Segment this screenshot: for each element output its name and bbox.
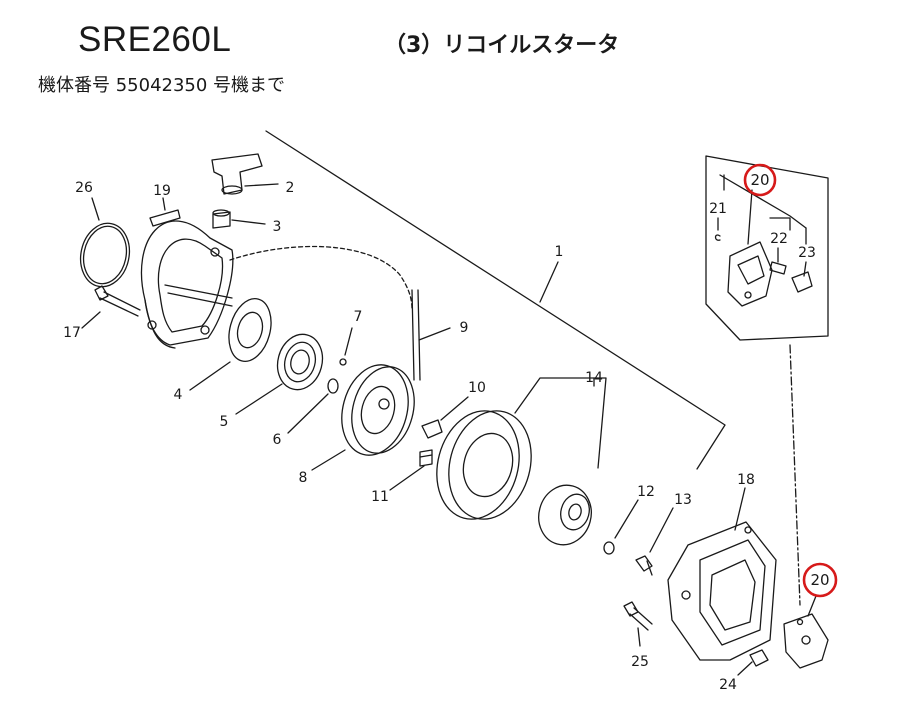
pin-7-drawing [339,358,347,366]
part-label-22: 22 [770,231,788,247]
rope-drawing [411,289,415,381]
bolt-13-drawing [635,555,653,576]
part-label-1: 1 [555,244,564,260]
reel-drawing [341,364,415,456]
leader-1 [539,261,559,303]
pin-23-drawing [791,271,813,293]
part-label-7: 7 [354,309,363,325]
part-label-4: 4 [174,387,183,403]
label-plate-drawing [149,209,181,227]
pulley-cover-drawing [436,410,532,520]
assembly-bracket-1 [265,130,726,470]
part-label-24: 24 [719,677,737,693]
bolt-17-drawing [94,285,141,317]
model-name: SRE260L [78,20,232,59]
part-label-20-highlighted: 20 [750,171,769,189]
ratchet-drawing [421,419,443,439]
highlight-circle-20-lower [802,562,838,598]
part-label-12: 12 [637,484,655,500]
part-label-13: 13 [674,492,692,508]
cam-drawing [538,484,592,546]
bolt-25-drawing [623,601,653,631]
part-label-6: 6 [273,432,282,448]
washer-12-drawing [603,541,615,555]
bracket-14 [514,377,607,469]
part-label-23: 23 [798,245,816,261]
highlight-circle-20-detail [743,163,777,197]
part-label-9: 9 [460,320,469,336]
part-label-10: 10 [468,380,486,396]
nut-24-drawing [749,649,769,667]
starter-case-drawing [140,220,234,349]
rope-path [229,245,413,311]
part-label-2: 2 [286,180,295,196]
part-20-lower-drawing [783,613,829,669]
part-label-14: 14 [585,370,603,386]
clip-21-drawing [714,234,721,241]
part-label-18: 18 [737,472,755,488]
section-title: （3）リコイルスタータ [384,33,620,58]
o-ring-drawing [79,222,131,288]
spring-11-drawing [419,449,433,467]
recoil-spring-drawing [276,333,324,391]
washer-6-drawing [327,378,339,394]
detail-box [705,155,829,341]
washer-4-drawing [228,298,272,362]
housing-drawing [667,521,777,661]
part-label-17: 17 [63,325,81,341]
spring-22-drawing [769,261,787,275]
detail-part-20-drawing [727,241,773,307]
part-label-5: 5 [220,414,229,430]
serial-note: 機体番号 55042350 号機まで [38,75,286,96]
part-label-3: 3 [273,219,282,235]
part-label-25: 25 [631,654,649,670]
part-label-26: 26 [75,180,93,196]
part-label-21: 21 [709,201,727,217]
part-label-11: 11 [371,489,389,505]
bushing-drawing [212,211,231,229]
part-label-20-highlighted: 20 [810,571,829,589]
part-label-19: 19 [153,183,171,199]
part-label-8: 8 [299,470,308,486]
starter-grip-drawing [211,153,263,195]
